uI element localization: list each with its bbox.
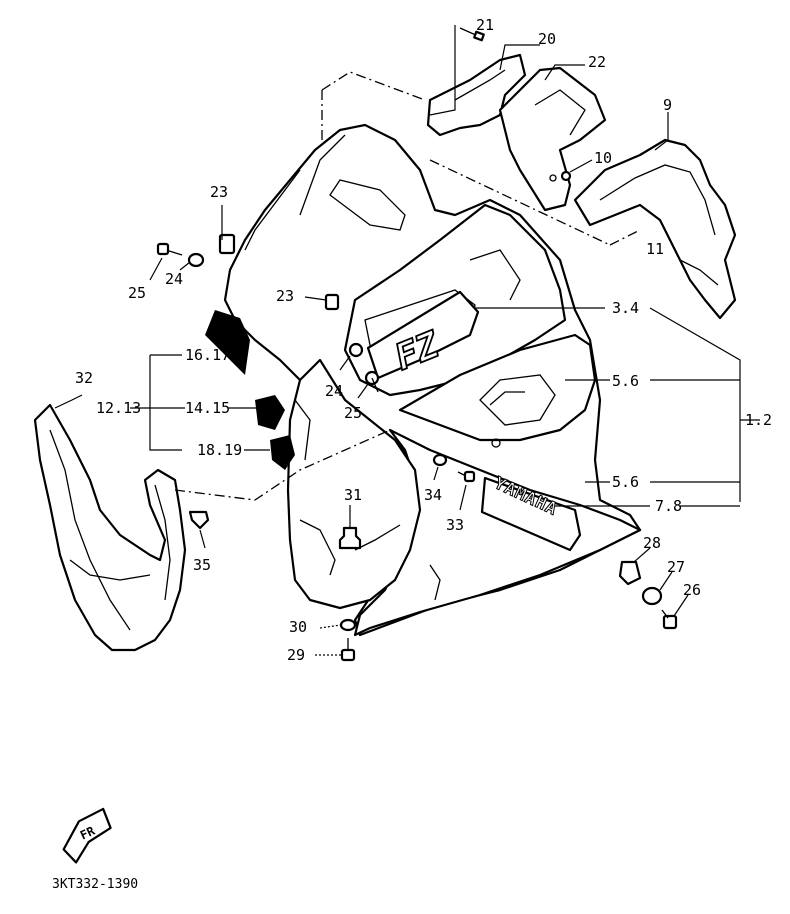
clip-35 (188, 510, 210, 530)
collar-27 (641, 586, 663, 606)
callout-31: 31 (344, 486, 362, 504)
callout-30: 30 (289, 618, 307, 636)
screw-29 (340, 638, 356, 662)
fz-decal: FZ (366, 290, 480, 380)
cowling-bracket-22 (498, 66, 607, 212)
washer-24-upper (187, 252, 205, 268)
yamaha-decal: YAMAHA (480, 473, 582, 552)
callout-25-upper: 25 (128, 284, 146, 302)
reference-code: 3KT332-1390 (52, 877, 138, 892)
washer-24-lower (348, 342, 364, 358)
callout-10: 10 (594, 149, 612, 167)
callout-7-8: 7.8 (655, 497, 682, 515)
callout-24-lower: 24 (325, 382, 343, 400)
grommet-23-lower (324, 293, 340, 311)
callout-11: 11 (646, 240, 664, 258)
callout-23-lower: 23 (276, 287, 294, 305)
alignment-line-upper (321, 71, 426, 101)
callout-32: 32 (75, 369, 93, 387)
callout-28: 28 (643, 534, 661, 552)
leader-lines (54, 25, 760, 656)
callout-24-upper: 24 (165, 270, 183, 288)
callout-20: 20 (538, 30, 556, 48)
front-arrow-label: FR (78, 823, 98, 842)
front-direction-arrow: FR (62, 807, 112, 864)
callout-3-4: 3.4 (612, 299, 639, 317)
bolt-31 (338, 526, 362, 550)
screw-25-upper (156, 242, 183, 256)
callout-25-lower: 25 (344, 404, 362, 422)
callout-26: 26 (683, 581, 701, 599)
callout-5-6-upper: 5.6 (612, 372, 639, 390)
callout-34: 34 (424, 486, 442, 504)
side-panel-window (398, 333, 597, 442)
stay-bracket-9 (573, 138, 737, 320)
callout-9: 9 (663, 96, 672, 114)
screw-33 (457, 470, 476, 483)
inner-panel-32 (33, 403, 187, 652)
side-cover-16-17 (205, 310, 250, 375)
cowling-stay-bracket-20 (426, 53, 527, 137)
callout-23-upper: 23 (210, 183, 228, 201)
callout-29: 29 (287, 646, 305, 664)
callout-33: 33 (446, 516, 464, 534)
callout-5-6-lower: 5.6 (612, 473, 639, 491)
callout-14-15: 14.15 (185, 399, 230, 417)
callout-1-2: 1.2 (745, 411, 772, 429)
washer-30 (339, 618, 357, 632)
nut-34 (432, 453, 448, 467)
callout-35: 35 (193, 556, 211, 574)
callout-12-13: 12.13 (96, 399, 141, 417)
side-cover-18-19 (270, 435, 295, 470)
callout-18-19: 18.19 (197, 441, 242, 459)
screw-21 (459, 27, 485, 42)
callout-22: 22 (588, 53, 606, 71)
grommet-23-upper (218, 233, 236, 255)
callout-27: 27 (667, 558, 685, 576)
screw-25-lower (364, 370, 380, 393)
bolt-26 (661, 609, 678, 630)
inner-panel (286, 358, 422, 610)
alignment-line-bracket-2 (609, 229, 641, 246)
callout-16-17: 16.17 (185, 346, 230, 364)
bolt-10 (560, 170, 572, 182)
callout-21: 21 (476, 16, 494, 34)
callout-labels: 21 20 22 9 10 11 23 25 24 23 3.4 16.17 3… (75, 16, 772, 664)
damper-28 (618, 560, 642, 586)
alignment-line-bracket (429, 159, 611, 246)
side-cover-14-15 (255, 395, 285, 430)
